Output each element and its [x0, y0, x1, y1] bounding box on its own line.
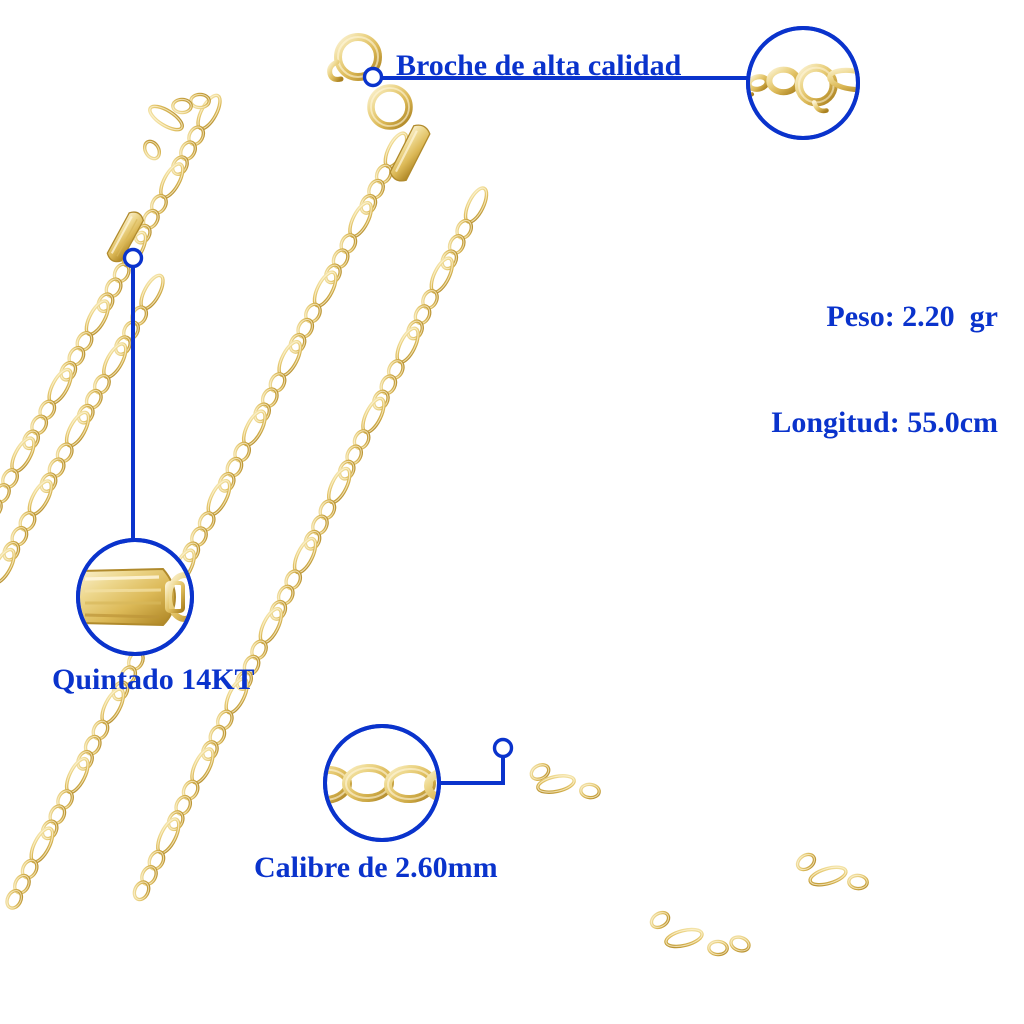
finish-anchor-marker[interactable] — [122, 247, 144, 269]
spec-weight: Peso: 2.20 gr — [826, 299, 998, 333]
clasp-magnified-detail — [750, 63, 856, 114]
specs-block: Peso: 2.20 gr Longitud: 55.0cm — [771, 228, 998, 511]
gauge-anchor-marker[interactable] — [492, 737, 514, 759]
callout-gauge[interactable] — [268, 724, 514, 842]
spring-ring — [327, 33, 382, 82]
callout-label-gauge: Calibre de 2.60mm — [254, 851, 498, 884]
callout-label-finish: Quintado 14KT — [52, 663, 255, 696]
clasp-anchor-marker[interactable] — [362, 66, 384, 88]
gauge-magnifier-ring — [323, 724, 441, 842]
callout-clasp[interactable] — [362, 26, 876, 140]
chain-fold-bottom-centre — [647, 907, 753, 957]
chain-end-tip — [106, 211, 145, 263]
clasp-assembly — [327, 33, 431, 182]
chain-fold-bottom-left — [527, 760, 602, 801]
finish-magnifier-ring — [76, 538, 194, 656]
gauge-leader-line — [439, 757, 505, 785]
spec-length: Longitud: 55.0cm — [771, 405, 998, 439]
clasp-magnifier-ring — [746, 26, 860, 140]
finish-magnified-detail — [80, 567, 190, 627]
chain-fold-bottom-right — [792, 849, 870, 891]
jump-ring — [367, 84, 413, 130]
callout-finish[interactable] — [75, 247, 201, 656]
callout-label-clasp: Broche de alta calidad — [396, 49, 682, 82]
chain-body — [0, 33, 870, 957]
